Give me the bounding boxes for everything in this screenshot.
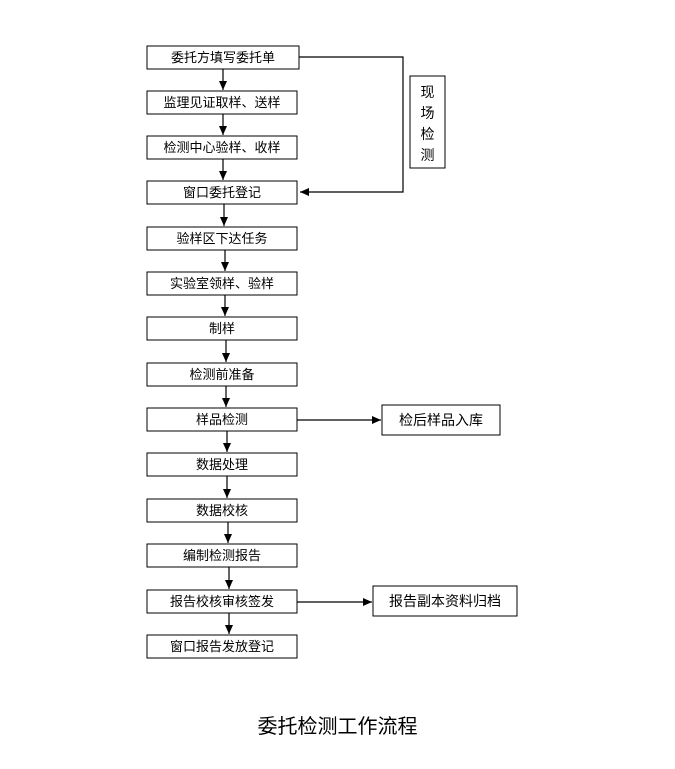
flow-arrows <box>219 69 233 634</box>
step-label: 报告校核审核签发 <box>170 594 274 610</box>
step-label: 委托方填写委托单 <box>171 50 275 66</box>
step-label: 样品检测 <box>196 413 248 428</box>
onsite-loop <box>299 56 404 196</box>
diagram-caption: 委托检测工作流程 <box>257 714 418 738</box>
step-box-11: 数据校核 <box>146 498 298 523</box>
step-box-4: 窗口委托登记 <box>146 180 298 205</box>
onsite-testing-box: 现 场 检 测 <box>409 75 446 169</box>
step-box-8: 检测前准备 <box>146 362 298 387</box>
step-label: 制样 <box>209 322 235 337</box>
step-box-3: 检测中心验样、收样 <box>146 135 298 160</box>
step-label: 检测前准备 <box>189 367 254 383</box>
storage-label: 检后样品入库 <box>399 413 483 429</box>
onsite-char: 场 <box>421 106 435 122</box>
step-box-5: 验样区下达任务 <box>146 226 298 251</box>
step-box-7: 制样 <box>146 316 298 341</box>
step-label: 数据校核 <box>196 503 248 519</box>
step-label: 验样区下达任务 <box>176 231 267 247</box>
step-label: 数据处理 <box>196 458 248 473</box>
flowchart: 委托方填写委托单 监理见证取样、送样 检测中心验样、收样 窗口委托登记 验样区下… <box>146 45 518 659</box>
step-box-6: 实验室领样、验样 <box>146 271 298 296</box>
step-box-13: 报告校核审核签发 <box>146 589 298 614</box>
onsite-char: 现 <box>421 85 435 101</box>
step-box-10: 数据处理 <box>146 452 298 477</box>
step-label: 实验室领样、验样 <box>170 276 274 292</box>
step-box-12: 编制检测报告 <box>146 543 298 568</box>
archive-box: 报告副本资料归档 <box>372 585 518 617</box>
storage-box: 检后样品入库 <box>381 404 501 436</box>
archive-label: 报告副本资料归档 <box>389 593 501 610</box>
step-label: 编制检测报告 <box>183 549 261 564</box>
step-box-1: 委托方填写委托单 <box>146 45 300 70</box>
onsite-char: 测 <box>421 148 435 164</box>
step-label: 窗口委托登记 <box>183 185 261 201</box>
step-box-9: 样品检测 <box>146 407 298 432</box>
step-label: 窗口报告发放登记 <box>170 639 274 655</box>
step-box-14: 窗口报告发放登记 <box>146 634 298 659</box>
onsite-char: 检 <box>421 127 435 143</box>
onsite-connector <box>299 56 404 196</box>
step-box-2: 监理见证取样、送样 <box>146 90 298 115</box>
step-label: 检测中心验样、收样 <box>163 140 280 156</box>
step-label: 监理见证取样、送样 <box>163 96 280 111</box>
